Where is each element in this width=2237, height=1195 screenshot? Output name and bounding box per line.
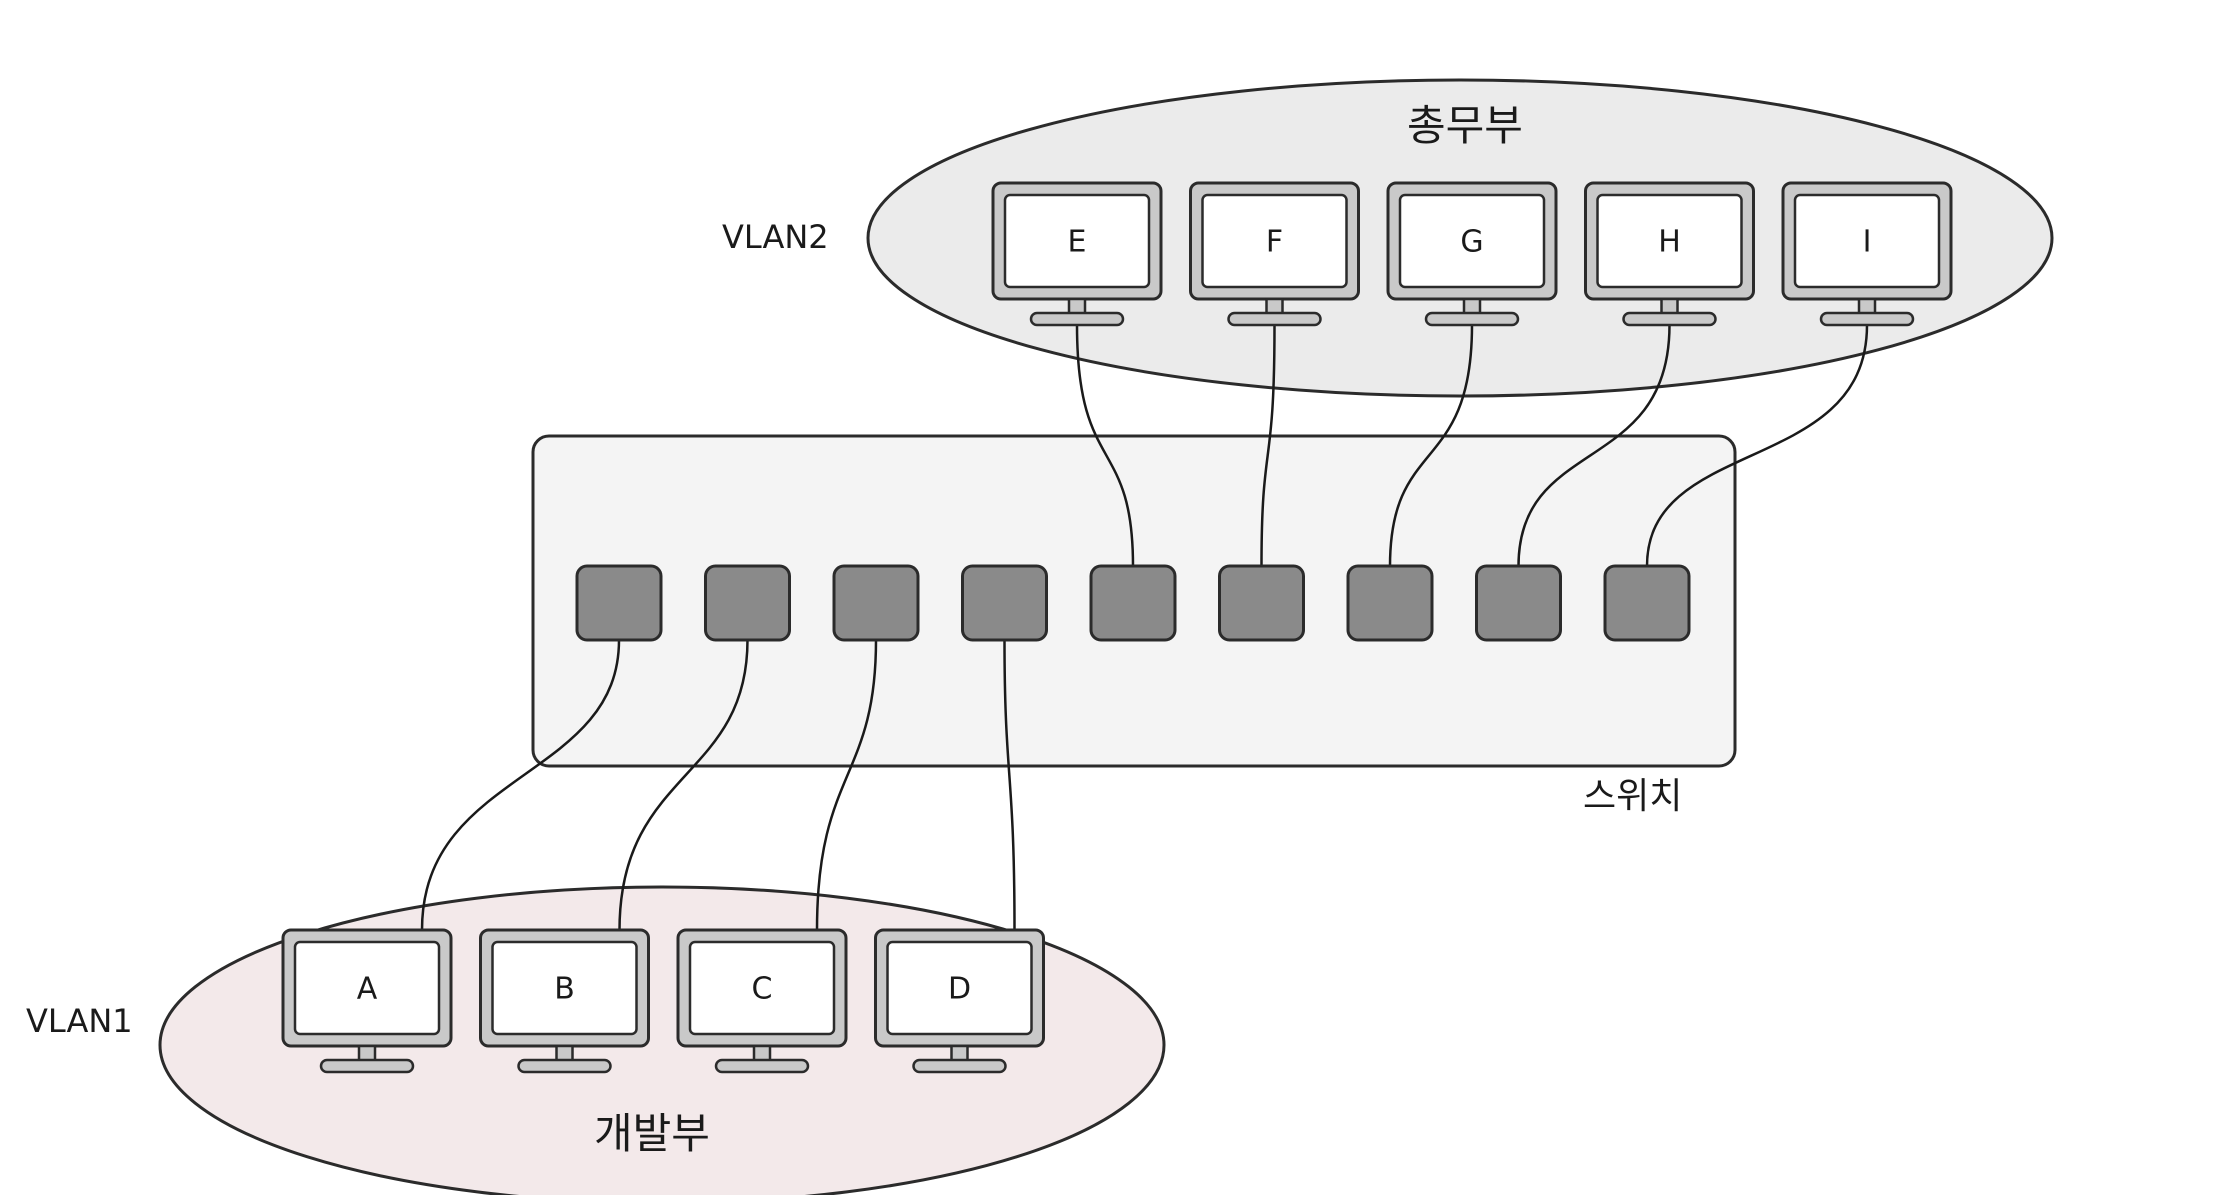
vlan1-label: VLAN1 — [26, 1002, 133, 1040]
cable-e — [1075, 323, 1135, 568]
monitor-screen — [1793, 193, 1941, 289]
switch-port-4 — [961, 564, 1048, 642]
switch-port-2 — [704, 564, 791, 642]
cable-b — [618, 638, 749, 932]
computer-a: A — [281, 928, 453, 1074]
computer-g: G — [1386, 181, 1558, 327]
computer-label-c: C — [752, 972, 773, 1007]
cable-i — [1645, 323, 1869, 568]
switch-port-3 — [832, 564, 920, 642]
vlan2-label: VLAN2 — [722, 218, 829, 256]
computer-i: I — [1781, 181, 1953, 327]
switch-port-9 — [1603, 564, 1691, 642]
computer-label-i: I — [1863, 225, 1872, 260]
switch-port-7 — [1346, 564, 1434, 642]
computer-h: H — [1584, 181, 1755, 327]
monitor-screen — [1596, 193, 1743, 289]
monitor-base — [1029, 311, 1125, 327]
monitor-screen — [1003, 193, 1151, 289]
switch-port-6 — [1218, 564, 1305, 642]
monitor-base — [1227, 311, 1322, 327]
switch-port-8 — [1475, 564, 1562, 642]
switch-port-group — [575, 564, 1691, 642]
computer-label-e: E — [1068, 225, 1087, 260]
vlan1-group-label: 개발부 — [594, 1109, 710, 1158]
monitor-screen — [491, 940, 638, 1036]
cable-h — [1517, 323, 1671, 568]
vlan2-computers: E F G H I — [991, 181, 1953, 327]
cable-g — [1388, 323, 1474, 568]
cable-f — [1260, 323, 1276, 568]
cable-group — [420, 323, 1869, 932]
computer-label-a: A — [357, 972, 378, 1007]
computer-d: D — [874, 928, 1045, 1074]
monitor-screen — [688, 940, 836, 1036]
monitor-screen — [1201, 193, 1348, 289]
monitor-base — [319, 1058, 415, 1074]
cable-a — [420, 638, 621, 932]
switch-label: 스위치 — [1583, 776, 1682, 817]
cable-d — [1003, 638, 1016, 932]
computer-f: F — [1189, 181, 1360, 327]
computer-label-d: D — [948, 972, 971, 1007]
switch-port-1 — [575, 564, 663, 642]
cable-c — [815, 638, 878, 932]
computer-label-f: F — [1266, 225, 1283, 260]
vlan1-computers: A B C D — [281, 928, 1045, 1074]
computer-label-h: H — [1658, 225, 1681, 260]
monitor-base — [1622, 311, 1717, 327]
monitor-base — [912, 1058, 1007, 1074]
monitor-screen — [886, 940, 1033, 1036]
computer-c: C — [676, 928, 848, 1074]
monitor-screen — [1398, 193, 1546, 289]
computer-label-b: B — [554, 972, 575, 1007]
computer-label-g: G — [1460, 225, 1483, 260]
vlan2-group-label: 총무부 — [1407, 101, 1523, 150]
computer-b: B — [479, 928, 650, 1074]
computer-e: E — [991, 181, 1163, 327]
monitor-screen — [293, 940, 441, 1036]
monitor-base — [1424, 311, 1520, 327]
switch-port-5 — [1089, 564, 1177, 642]
monitor-base — [714, 1058, 810, 1074]
monitor-base — [1819, 311, 1915, 327]
monitor-base — [517, 1058, 612, 1074]
